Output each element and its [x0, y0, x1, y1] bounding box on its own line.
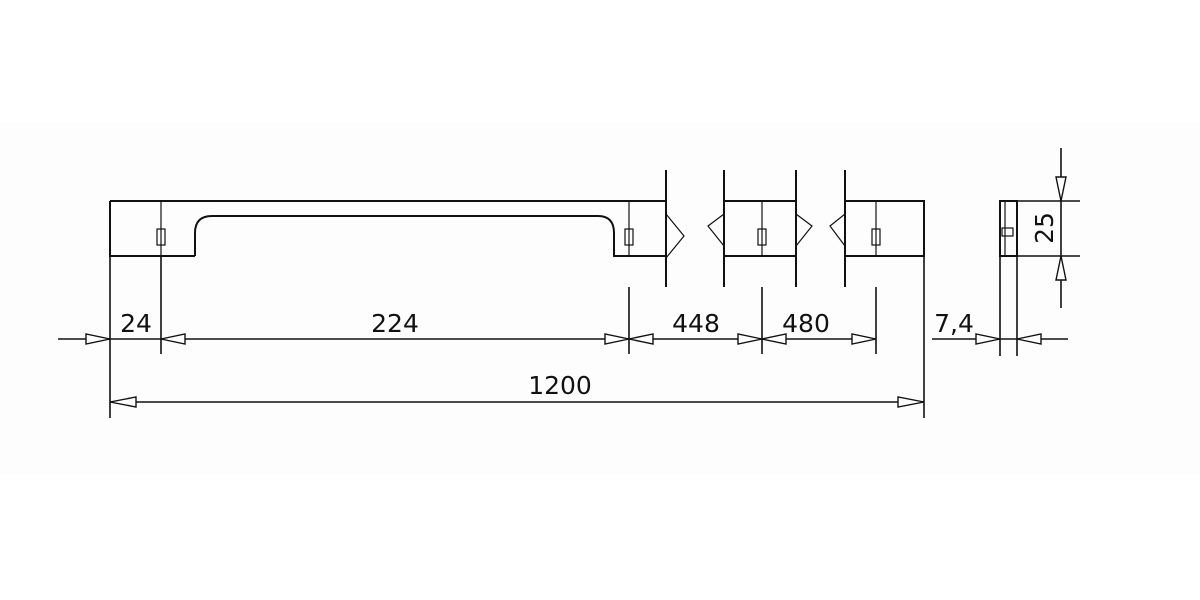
side-screw-hole	[1001, 227, 1014, 237]
arrow	[628, 333, 654, 345]
arrow	[975, 333, 1001, 345]
screw-hole-2	[624, 228, 634, 246]
break-zigzag-3	[795, 213, 813, 247]
arrow	[1016, 333, 1042, 345]
dim-label-224: 224	[371, 309, 419, 338]
dim-label-24: 24	[120, 309, 152, 338]
drawing-panel	[0, 123, 1200, 475]
dim-label-480: 480	[782, 309, 830, 338]
dimension-labels: 24 224 448 480 1200 7,4 25	[120, 212, 1059, 400]
arrow	[897, 396, 925, 408]
handle-front-view	[109, 170, 925, 287]
arrow	[737, 333, 763, 345]
arrow	[604, 333, 630, 345]
extension-lines	[109, 256, 925, 418]
side-profile	[999, 200, 1018, 257]
dim-label-448: 448	[672, 309, 720, 338]
arrow	[1055, 255, 1067, 281]
screw-hole-3	[757, 228, 767, 246]
break-zigzag-2	[707, 213, 725, 247]
screw-hole-1	[156, 228, 166, 246]
dim-label-thickness: 7,4	[934, 309, 974, 338]
handle-right-end	[845, 200, 925, 257]
arrow	[109, 396, 137, 408]
arrow	[160, 333, 186, 345]
handle-grip-recess	[194, 215, 665, 257]
arrow	[85, 333, 111, 345]
arrow	[1055, 176, 1067, 202]
arrow	[761, 333, 787, 345]
dim-label-height: 25	[1030, 212, 1059, 244]
break-zigzag-4	[829, 213, 846, 247]
dimension-arrows	[85, 176, 1067, 408]
screw-hole-4	[871, 228, 881, 246]
break-zigzag-1	[665, 213, 685, 259]
dim-label-1200: 1200	[528, 371, 592, 400]
arrow	[851, 333, 877, 345]
